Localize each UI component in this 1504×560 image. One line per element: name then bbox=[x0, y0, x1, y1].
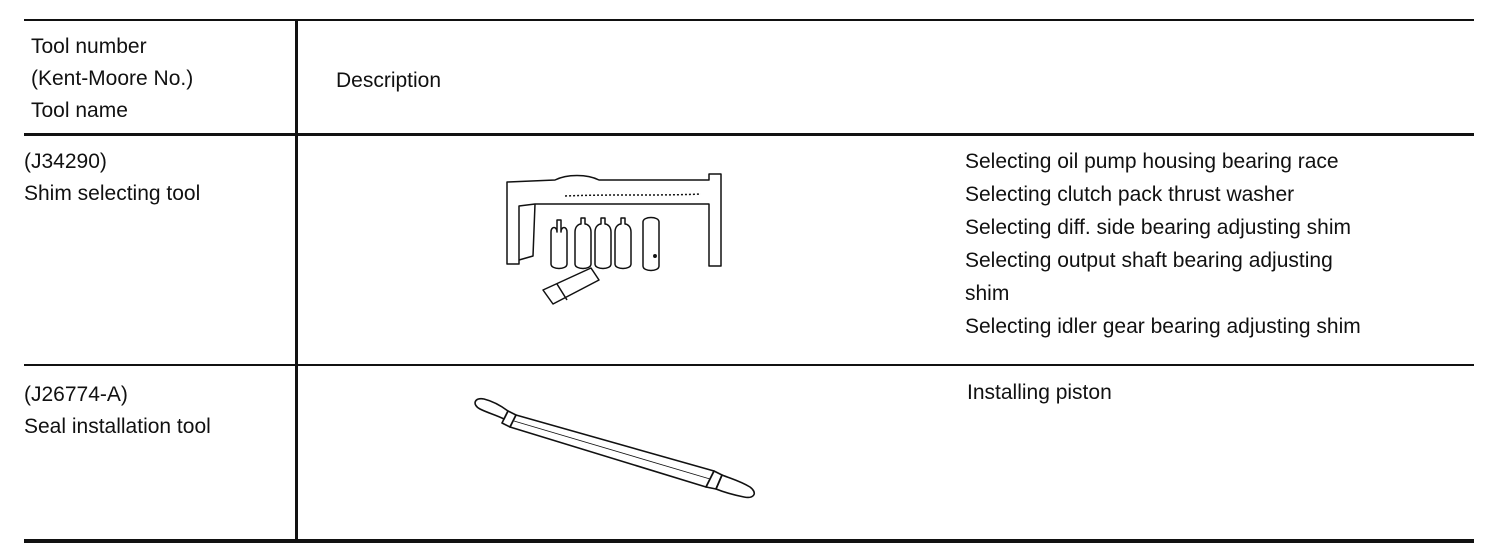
description-line: Selecting diff. side bearing adjusting s… bbox=[965, 216, 1352, 239]
header-tool-column: Tool number (Kent-Moore No.) Tool name bbox=[31, 31, 193, 127]
description-line: Selecting idler gear bearing adjusting s… bbox=[965, 315, 1361, 338]
table-row-2-description: Installing piston bbox=[967, 377, 1112, 409]
table-row-2-tool: (J26774-A) Seal installation tool bbox=[24, 379, 211, 443]
shim-selecting-tool-drawing bbox=[506, 173, 722, 305]
row-divider-rule bbox=[24, 364, 1474, 366]
header-kent-moore-no: (Kent-Moore No.) bbox=[31, 67, 194, 90]
description-line: Installing piston bbox=[967, 381, 1112, 404]
tool-name: Shim selecting tool bbox=[24, 182, 201, 205]
tool-number: (J34290) bbox=[24, 150, 107, 173]
seal-installation-tool-drawing bbox=[474, 397, 756, 499]
header-bottom-rule bbox=[24, 133, 1474, 136]
header-tool-number: Tool number bbox=[31, 35, 147, 58]
description-line: Selecting oil pump housing bearing race bbox=[965, 150, 1339, 173]
header-tool-name: Tool name bbox=[31, 99, 128, 122]
tool-name: Seal installation tool bbox=[24, 415, 211, 438]
description-line: Selecting clutch pack thrust washer bbox=[965, 183, 1295, 206]
tool-number: (J26774-A) bbox=[24, 383, 128, 406]
description-line: Selecting output shaft bearing adjusting bbox=[965, 249, 1333, 272]
table-row-1-description: Selecting oil pump housing bearing race … bbox=[965, 145, 1361, 343]
table-bottom-rule bbox=[24, 539, 1474, 543]
table-row-1-tool: (J34290) Shim selecting tool bbox=[24, 146, 200, 210]
column-divider bbox=[295, 21, 298, 540]
description-line: shim bbox=[965, 282, 1010, 305]
header-description: Description bbox=[336, 69, 442, 92]
table-top-rule bbox=[24, 19, 1474, 21]
